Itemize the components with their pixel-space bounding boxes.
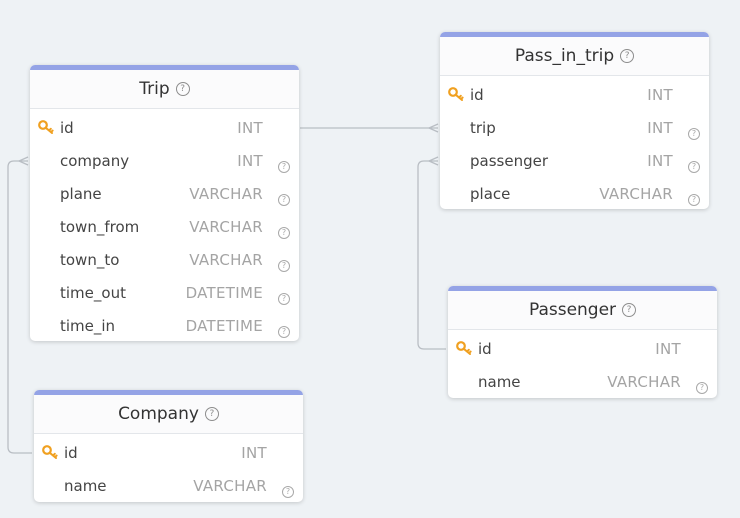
help-icon[interactable]: ? xyxy=(282,486,294,498)
column-type: INT xyxy=(647,151,673,170)
column-row-name[interactable]: name VARCHAR? xyxy=(34,469,303,502)
column-row-id[interactable]: id INT xyxy=(440,78,709,111)
table-title: Passenger xyxy=(528,300,617,320)
table-header: Trip? xyxy=(30,65,299,109)
table-passenger[interactable]: Passenger? id INT name VARCHAR? xyxy=(448,286,717,398)
column-help[interactable]: ? xyxy=(278,254,290,272)
column-type: VARCHAR xyxy=(599,184,673,203)
column-name: passenger xyxy=(470,151,548,170)
column-type: VARCHAR xyxy=(607,372,681,391)
help-icon[interactable]: ? xyxy=(620,49,635,63)
column-name: company xyxy=(60,151,130,170)
column-type: INT xyxy=(237,151,263,170)
column-name: id xyxy=(60,118,74,137)
column-type: INT xyxy=(647,85,673,104)
table-header: Pass_in_trip? xyxy=(440,32,709,76)
table-title: Trip xyxy=(139,79,170,99)
table-header: Passenger? xyxy=(448,286,717,330)
help-icon[interactable]: ? xyxy=(204,407,219,421)
help-icon[interactable]: ? xyxy=(278,194,290,206)
column-name: town_from xyxy=(60,217,140,236)
column-help[interactable]: ? xyxy=(278,287,290,305)
column-type: INT xyxy=(241,443,267,462)
column-help[interactable]: ? xyxy=(278,155,290,173)
column-row-passenger[interactable]: passenger INT? xyxy=(440,144,709,177)
help-icon[interactable]: ? xyxy=(278,161,290,173)
column-list: id INT name VARCHAR? xyxy=(34,434,303,502)
column-name: name xyxy=(478,372,521,391)
column-row-place[interactable]: place VARCHAR? xyxy=(440,177,709,209)
column-name: trip xyxy=(470,118,496,137)
column-name: plane xyxy=(60,184,102,203)
table-company[interactable]: Company? id INT name VARCHAR? xyxy=(34,390,303,502)
column-name: place xyxy=(470,184,511,203)
help-icon[interactable]: ? xyxy=(688,161,700,173)
key-icon xyxy=(38,120,54,134)
column-row-id[interactable]: id INT xyxy=(34,436,303,469)
key-icon xyxy=(448,87,464,101)
help-icon[interactable]: ? xyxy=(622,303,637,317)
column-name: time_in xyxy=(60,316,116,335)
column-type: VARCHAR xyxy=(193,476,267,495)
column-row-time-out[interactable]: time_out DATETIME? xyxy=(30,276,299,309)
help-icon[interactable]: ? xyxy=(278,293,290,305)
help-icon[interactable]: ? xyxy=(278,227,290,239)
column-type: VARCHAR xyxy=(189,250,263,269)
table-title: Company xyxy=(118,404,199,424)
column-help[interactable]: ? xyxy=(278,188,290,206)
column-name: id xyxy=(470,85,484,104)
column-name: id xyxy=(478,339,492,358)
column-name: id xyxy=(64,443,78,462)
key-icon xyxy=(42,445,58,459)
column-type: INT xyxy=(647,118,673,137)
column-name: town_to xyxy=(60,250,120,269)
column-type: VARCHAR xyxy=(189,184,263,203)
column-help[interactable]: ? xyxy=(282,480,294,498)
column-type: VARCHAR xyxy=(189,217,263,236)
column-row-town-to[interactable]: town_to VARCHAR? xyxy=(30,243,299,276)
help-icon[interactable]: ? xyxy=(688,194,700,206)
column-type: INT xyxy=(655,339,681,358)
crowfoot-trip xyxy=(427,123,439,133)
table-header: Company? xyxy=(34,390,303,434)
column-help[interactable]: ? xyxy=(278,221,290,239)
column-help[interactable]: ? xyxy=(688,188,700,206)
column-name: name xyxy=(64,476,107,495)
crowfoot-passenger xyxy=(427,156,439,166)
help-icon[interactable]: ? xyxy=(278,260,290,272)
help-icon[interactable]: ? xyxy=(696,382,708,394)
column-name: time_out xyxy=(60,283,126,302)
column-row-name[interactable]: name VARCHAR? xyxy=(448,365,717,398)
column-help[interactable]: ? xyxy=(696,376,708,394)
relation-company-trip xyxy=(7,160,32,454)
column-help[interactable]: ? xyxy=(688,155,700,173)
column-help[interactable]: ? xyxy=(688,122,700,140)
help-icon[interactable]: ? xyxy=(688,128,700,140)
column-row-town-from[interactable]: town_from VARCHAR? xyxy=(30,210,299,243)
crowfoot-company xyxy=(17,156,29,166)
help-icon[interactable]: ? xyxy=(278,326,290,338)
column-type: INT xyxy=(237,118,263,137)
column-list: id INT name VARCHAR? xyxy=(448,330,717,398)
help-icon[interactable]: ? xyxy=(175,82,190,96)
column-row-company[interactable]: company INT? xyxy=(30,144,299,177)
column-help[interactable]: ? xyxy=(278,320,290,338)
table-title: Pass_in_trip xyxy=(514,46,615,66)
column-row-id[interactable]: id INT xyxy=(30,111,299,144)
column-row-trip[interactable]: trip INT? xyxy=(440,111,709,144)
column-row-plane[interactable]: plane VARCHAR? xyxy=(30,177,299,210)
column-type: DATETIME xyxy=(185,316,263,335)
column-row-id[interactable]: id INT xyxy=(448,332,717,365)
column-row-time-in[interactable]: time_in DATETIME? xyxy=(30,309,299,341)
key-icon xyxy=(456,341,472,355)
column-type: DATETIME xyxy=(185,283,263,302)
